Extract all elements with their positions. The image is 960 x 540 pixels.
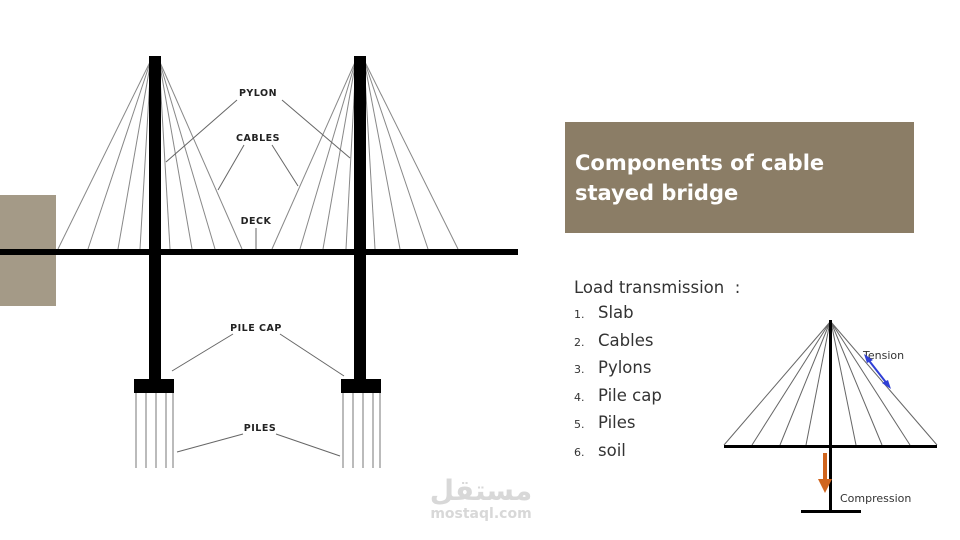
compression-label: Compression bbox=[840, 492, 911, 505]
tension-label: Tension bbox=[862, 349, 904, 362]
list-item: 6.soil bbox=[574, 440, 626, 460]
piles-group bbox=[135, 393, 381, 468]
cable bbox=[363, 59, 401, 250]
cable bbox=[57, 59, 152, 250]
cable bbox=[363, 59, 429, 250]
bridge-diagram: PYLON CABLES DECK PILE CAP PILES bbox=[0, 56, 518, 468]
left-pile-cap bbox=[134, 379, 174, 393]
cable bbox=[830, 321, 857, 446]
list-item: 2.Cables bbox=[574, 330, 654, 350]
cable bbox=[723, 321, 831, 446]
cable bbox=[830, 321, 883, 446]
piles-label: PILES bbox=[244, 423, 276, 434]
bridge-deck bbox=[0, 249, 518, 255]
list-item: 4.Pile cap bbox=[574, 385, 662, 405]
cable bbox=[805, 321, 831, 446]
right-pile-cap bbox=[341, 379, 381, 393]
force-diagram-pylon bbox=[829, 320, 832, 510]
cable bbox=[830, 321, 911, 446]
slide-title: Components of cable stayed bridge bbox=[575, 151, 825, 205]
cables-label: CABLES bbox=[236, 133, 280, 144]
cable bbox=[322, 59, 357, 250]
left-pylon-cables bbox=[57, 59, 243, 250]
load-transmission-heading: Load transmission : bbox=[574, 278, 741, 297]
watermark-latin-text: mostaql.com bbox=[430, 506, 532, 522]
cable bbox=[117, 59, 152, 250]
pile-cap-label: PILE CAP bbox=[230, 323, 282, 334]
cable bbox=[87, 59, 152, 250]
tension-arrow bbox=[866, 357, 889, 386]
load-transmission-list: 1.Slab 2.Cables 3.Pylons 4.Pile cap 5.Pi… bbox=[574, 300, 740, 465]
force-diagram: Tension Compression bbox=[723, 320, 938, 513]
right-pylon bbox=[354, 56, 366, 381]
force-diagram-base bbox=[801, 510, 861, 513]
right-pylon-cables bbox=[271, 59, 459, 250]
list-item: 5.Piles bbox=[574, 413, 636, 432]
label-leader-lines bbox=[165, 99, 351, 457]
list-item: 1.Slab bbox=[574, 303, 634, 322]
title-box: Components of cable stayed bridge bbox=[565, 122, 914, 233]
compression-arrow-head bbox=[818, 479, 832, 493]
cable bbox=[271, 59, 357, 250]
left-pylon bbox=[149, 56, 161, 381]
tension-arrow-head-end bbox=[882, 380, 891, 389]
watermark-arabic-text: مستقل bbox=[429, 474, 533, 507]
list-item: 3.Pylons bbox=[574, 358, 652, 377]
cable bbox=[779, 321, 831, 446]
cable bbox=[158, 59, 193, 250]
cable bbox=[363, 59, 459, 250]
cable bbox=[158, 59, 216, 250]
load-transmission-section: Load transmission : 1.Slab 2.Cables 3.Py… bbox=[574, 278, 740, 465]
cable bbox=[158, 59, 243, 250]
tension-arrow-head-start bbox=[864, 354, 873, 363]
cable bbox=[751, 321, 831, 446]
deck-label: DECK bbox=[241, 216, 272, 227]
pylon-label: PYLON bbox=[239, 88, 277, 99]
cable bbox=[299, 59, 357, 250]
watermark: مستقل mostaql.com bbox=[418, 474, 544, 523]
